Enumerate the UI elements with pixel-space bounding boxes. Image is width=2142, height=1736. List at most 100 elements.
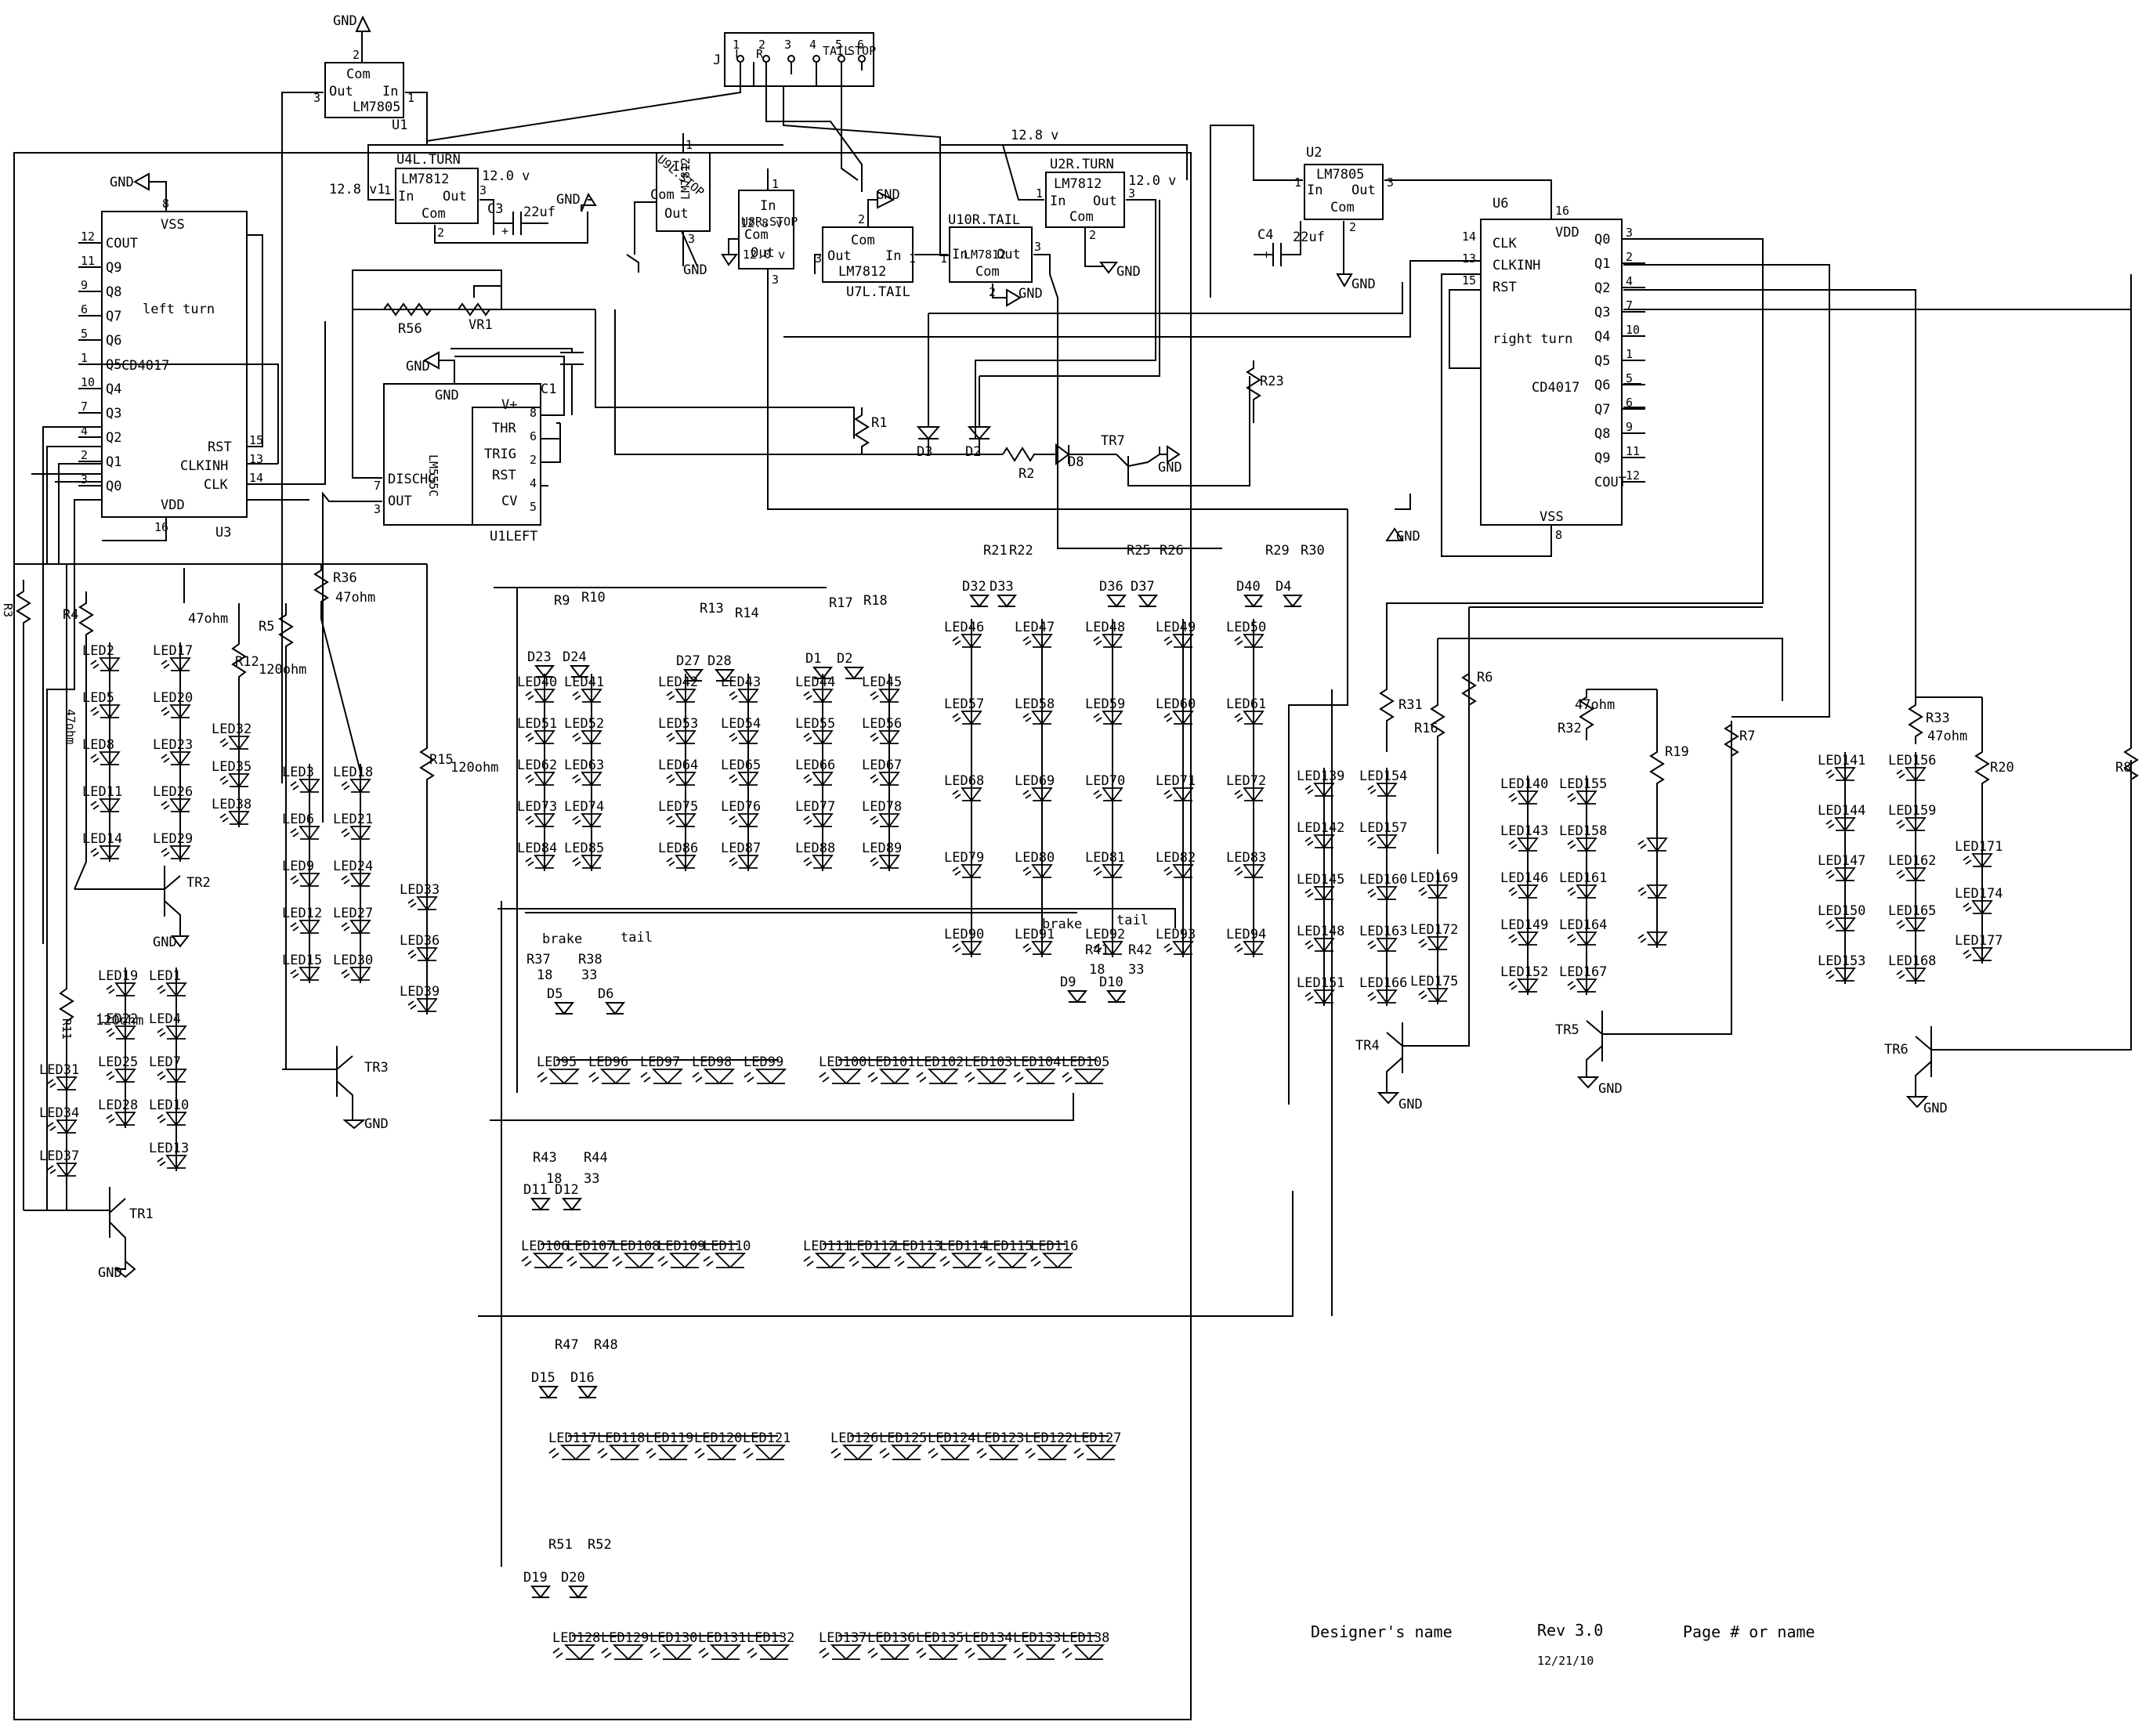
- led-label: LED9: [282, 859, 314, 874]
- diode: D40: [1236, 579, 1265, 608]
- svg-text:U2: U2: [1306, 145, 1322, 161]
- resistor-label: R29: [1265, 543, 1290, 559]
- led: LED128: [552, 1630, 600, 1661]
- svg-text:Out: Out: [664, 206, 689, 222]
- svg-text:D9: D9: [1060, 975, 1076, 990]
- led: LED142: [1297, 820, 1344, 849]
- led-label: LED47: [1015, 620, 1055, 635]
- svg-text:GND: GND: [406, 359, 430, 374]
- svg-text:D2: D2: [837, 651, 852, 667]
- svg-text:RST: RST: [492, 468, 516, 483]
- pin-label: Q8: [106, 284, 121, 300]
- led-label: LED72: [1226, 773, 1266, 789]
- led-label: LED89: [862, 841, 902, 856]
- led-label: LED95: [537, 1054, 577, 1070]
- svg-text:120ohm: 120ohm: [259, 662, 306, 678]
- led: LED108: [612, 1239, 660, 1269]
- svg-text:16: 16: [154, 520, 168, 534]
- led: LED68: [944, 773, 984, 802]
- led-label: LED97: [640, 1054, 680, 1070]
- led: LED5: [82, 690, 121, 719]
- pin-number: 2: [1626, 250, 1633, 264]
- led: LED63: [564, 758, 604, 787]
- transistor-tr3: TR3: [282, 1046, 389, 1120]
- resistor-r2: R2: [1002, 447, 1050, 482]
- led: LED14: [82, 831, 122, 860]
- resistor-r31: R31: [1379, 642, 1423, 752]
- svg-text:Com: Com: [650, 187, 675, 203]
- led: LED163: [1359, 924, 1407, 953]
- svg-text:GND: GND: [1398, 1097, 1423, 1112]
- led-label: LED25: [98, 1054, 138, 1070]
- led-label: LED126: [830, 1430, 878, 1446]
- pin-number: 14: [249, 471, 263, 485]
- led: LED164: [1559, 917, 1607, 946]
- led: LED30: [333, 953, 373, 982]
- svg-text:47ohm: 47ohm: [1927, 729, 1967, 744]
- svg-text:47ohm: 47ohm: [63, 709, 78, 744]
- svg-text:D16: D16: [570, 1370, 595, 1386]
- led: LED83: [1226, 850, 1266, 879]
- led-label: LED122: [1025, 1430, 1073, 1446]
- led: LED28: [98, 1098, 138, 1127]
- led-label: LED73: [517, 799, 557, 815]
- led: LED23: [153, 737, 193, 766]
- led-label: LED171: [1955, 839, 2003, 855]
- led-label: LED156: [1888, 753, 1936, 769]
- led: LED9: [282, 859, 320, 888]
- svg-text:GND: GND: [333, 13, 357, 29]
- svg-text:D10: D10: [1099, 975, 1123, 990]
- svg-text:Out: Out: [443, 189, 467, 204]
- led-label: LED109: [657, 1239, 705, 1254]
- led: LED59: [1085, 696, 1125, 725]
- svg-text:D28: D28: [707, 653, 732, 669]
- svg-text:Com: Com: [1069, 209, 1094, 225]
- led: LED155: [1559, 776, 1607, 805]
- pin-label: Q2: [1594, 280, 1610, 296]
- led-label: LED159: [1888, 803, 1936, 819]
- pin-number: 2: [81, 448, 88, 462]
- led-label: LED157: [1359, 820, 1407, 836]
- led: LED27: [333, 906, 373, 935]
- svg-text:tail: tail: [621, 930, 653, 946]
- led: LED32: [212, 722, 251, 750]
- led-label: LED27: [333, 906, 373, 921]
- svg-text:120ohm: 120ohm: [96, 1013, 143, 1029]
- led: LED139: [1297, 769, 1344, 797]
- led: LED46: [944, 620, 984, 649]
- svg-text:Out: Out: [751, 245, 775, 261]
- svg-text:R38: R38: [578, 952, 602, 967]
- svg-text:In: In: [760, 198, 776, 214]
- led: LED153: [1818, 953, 1865, 982]
- resistor-label: R25: [1127, 543, 1151, 559]
- svg-text:U8R.STOP: U8R.STOP: [741, 215, 798, 229]
- led-label: LED82: [1156, 850, 1196, 866]
- led-label: LED13: [149, 1141, 189, 1156]
- svg-text:R7: R7: [1739, 729, 1755, 744]
- svg-text:Out: Out: [1093, 193, 1117, 209]
- led: LED75: [658, 799, 698, 828]
- led: LED106: [521, 1239, 569, 1269]
- led-label: LED26: [153, 784, 193, 800]
- led: LED162: [1888, 853, 1936, 882]
- led: LED54: [721, 716, 761, 745]
- led-label: LED53: [658, 716, 698, 732]
- diode: D19: [523, 1570, 552, 1599]
- svg-text:R19: R19: [1665, 744, 1689, 760]
- led: [1637, 931, 1668, 946]
- led: LED141: [1818, 753, 1865, 782]
- led-label: LED101: [867, 1054, 915, 1070]
- led: LED33: [400, 882, 440, 911]
- svg-text:R31: R31: [1398, 697, 1423, 713]
- led-label: LED160: [1359, 872, 1407, 888]
- transistor-tr4: TR4: [1355, 666, 1470, 1093]
- led-label: LED71: [1156, 773, 1196, 789]
- led-label: LED65: [721, 758, 761, 773]
- led-label: LED15: [282, 953, 322, 968]
- pin-label: Q1: [106, 454, 121, 470]
- svg-text:LM555C: LM555C: [426, 454, 440, 497]
- led-label: LED135: [916, 1630, 964, 1646]
- svg-text:TR5: TR5: [1555, 1022, 1579, 1038]
- led-label: LED57: [944, 696, 984, 712]
